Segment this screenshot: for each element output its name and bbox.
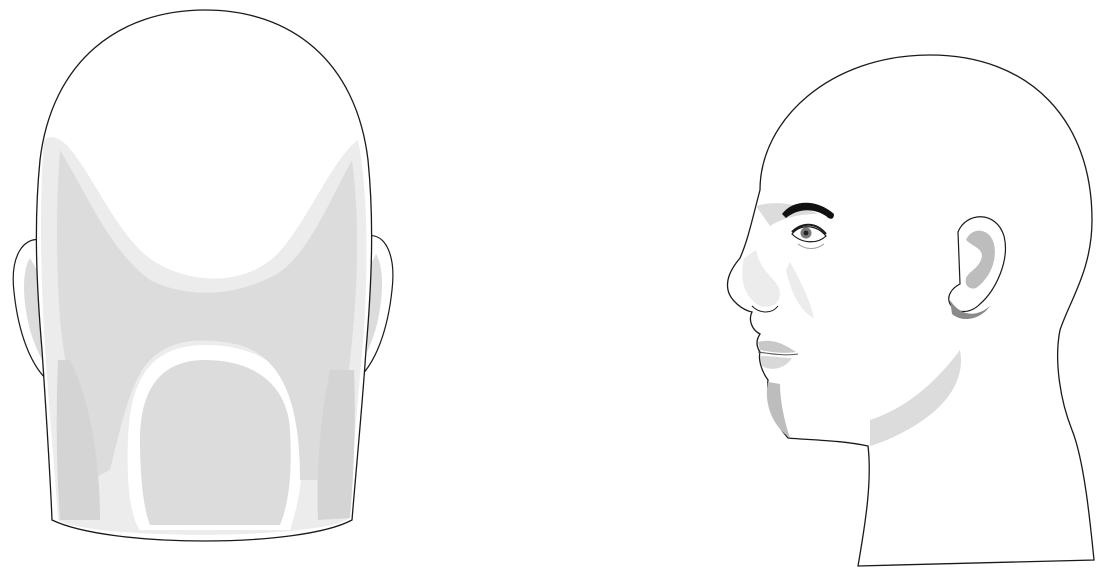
- head-back-view: [13, 10, 393, 541]
- side-head-outline: [728, 55, 1095, 566]
- pupil: [804, 231, 809, 236]
- head-side-profile-view: [728, 55, 1095, 566]
